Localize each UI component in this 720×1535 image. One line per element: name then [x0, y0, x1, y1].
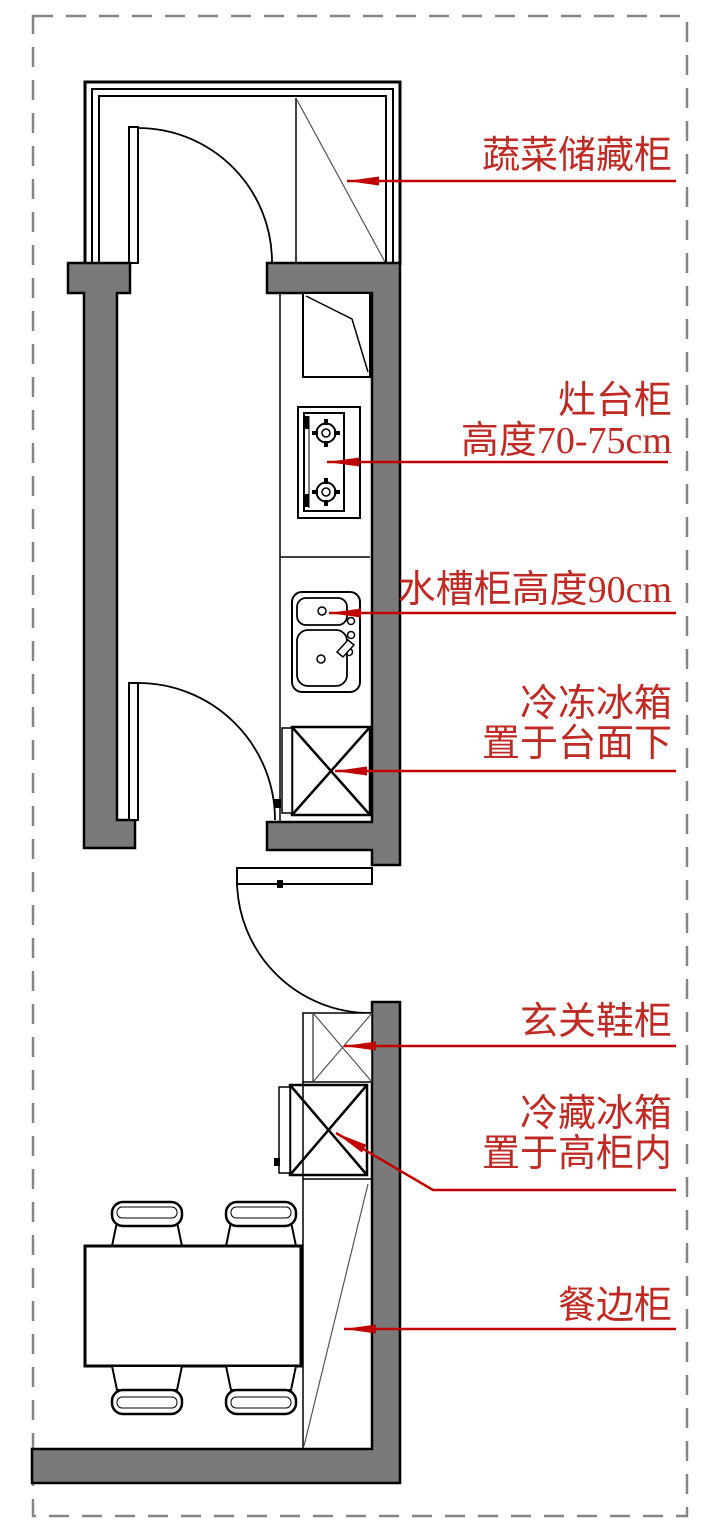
dining-table	[83, 1244, 303, 1368]
chair	[224, 1200, 298, 1247]
burner-bottom	[312, 478, 340, 506]
leader-shoe-cabinet	[344, 1041, 676, 1051]
label-fridge: 冷藏冰箱 置于高柜内	[482, 1094, 672, 1174]
label-text: 水槽柜高度90cm	[397, 569, 672, 611]
chair	[224, 1365, 298, 1416]
dashed-border	[31, 14, 689, 1518]
label-text: 置于高柜内	[481, 1133, 672, 1175]
leader-sideboard	[344, 1324, 676, 1334]
label-shoe-cabinet: 玄关鞋柜	[520, 1002, 672, 1042]
label-sideboard: 餐边柜	[558, 1286, 672, 1326]
leader-freezer	[335, 766, 676, 776]
fridge	[274, 1083, 369, 1177]
label-text: 冷冻冰箱	[519, 683, 672, 725]
vegetable-storage-cabinet	[295, 98, 386, 263]
label-text: 置于台面下	[481, 723, 672, 765]
leader-sink-cabinet	[329, 608, 676, 618]
sideboard	[302, 1082, 372, 1449]
chair	[110, 1200, 184, 1247]
label-text: 餐边柜	[557, 1285, 672, 1327]
corner-cabinet	[302, 292, 371, 378]
left-wall	[66, 261, 137, 850]
leader-stove-cabinet	[327, 457, 668, 467]
burner-top	[312, 419, 340, 447]
entry-door	[236, 867, 373, 1014]
label-text: 蔬菜储藏柜	[481, 135, 672, 177]
label-text: 灶台柜	[557, 380, 672, 422]
label-sink-cabinet: 水槽柜高度90cm	[398, 570, 672, 610]
chair	[110, 1365, 184, 1416]
balcony-door	[128, 126, 273, 264]
label-text: 冷藏冰箱	[519, 1093, 672, 1135]
label-vegetable-storage-cabinet: 蔬菜储藏柜	[482, 136, 672, 176]
label-freezer: 冷冻冰箱 置于台面下	[482, 684, 672, 764]
leader-fridge	[335, 1131, 676, 1192]
label-stove-cabinet: 灶台柜 高度70-75cm	[461, 381, 672, 461]
label-text: 高度70-75cm	[460, 420, 672, 462]
leader-vegetable-storage-cabinet	[347, 176, 676, 186]
faucet	[335, 616, 356, 659]
sink	[291, 591, 361, 693]
dining-table-set	[83, 1200, 303, 1416]
kitchen-counter	[279, 293, 370, 822]
right-wall-lower-and-bottom-wall	[30, 1000, 402, 1485]
kitchen-door	[128, 682, 276, 821]
label-text: 玄关鞋柜	[519, 1001, 672, 1043]
